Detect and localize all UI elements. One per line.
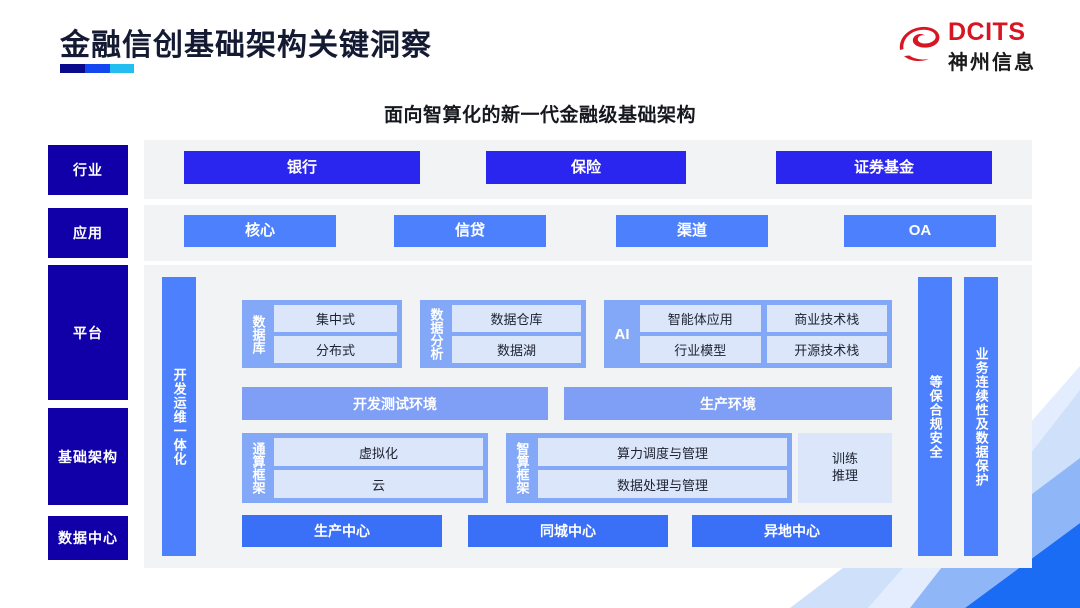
datacenter-item-metro[interactable]: 同城中心 (468, 515, 668, 547)
application-item-core[interactable]: 核心 (184, 215, 336, 247)
industry-row-panel: 银行 保险 证券基金 (144, 140, 1032, 199)
platform-cell-data-lake[interactable]: 数据湖 (452, 336, 581, 363)
environment-production[interactable]: 生产环境 (564, 387, 892, 420)
application-row-panel: 核心 信贷 渠道 OA (144, 205, 1032, 261)
compute-cell-power-scheduling[interactable]: 算力调度与管理 (538, 438, 787, 466)
ai-cell-industry-model[interactable]: 行业模型 (640, 336, 761, 363)
application-item-credit[interactable]: 信贷 (394, 215, 546, 247)
training-inference-box[interactable]: 训练 推理 (798, 433, 892, 503)
platform-cell-distributed[interactable]: 分布式 (274, 336, 397, 363)
compute-cell-cloud[interactable]: 云 (274, 470, 483, 498)
page-title: 金融信创基础架构关键洞察 (60, 29, 432, 62)
inference-label: 推理 (831, 468, 858, 483)
dcits-logo: DCITS 神州信息 (896, 18, 1046, 74)
platform-group-database-label: 数据库 (250, 314, 266, 354)
layer-label-infrastructure: 基础架构 (48, 408, 128, 505)
architecture-diagram: 行业 应用 平台 基础架构 数据中心 银行 保险 证券基金 核心 信贷 渠道 O… (48, 140, 1032, 570)
industry-item-bank[interactable]: 银行 (184, 151, 420, 184)
environment-dev-test[interactable]: 开发测试环境 (242, 387, 548, 420)
training-label: 训练 (831, 451, 858, 467)
sidebar-devops-integration[interactable]: 开发运维一体化 (162, 277, 196, 556)
accent-seg-2 (85, 64, 110, 73)
platform-group-database[interactable]: 数据库 集中式 分布式 (242, 300, 402, 368)
platform-group-ai[interactable]: AI 智能体应用 行业模型 商业技术栈 开源技术栈 (604, 300, 892, 368)
compute-cell-virtualization[interactable]: 虚拟化 (274, 438, 483, 466)
logo-text-cn: 神州信息 (948, 52, 1036, 74)
datacenter-item-production[interactable]: 生产中心 (242, 515, 442, 547)
datacenter-item-remote[interactable]: 异地中心 (692, 515, 892, 547)
header: 金融信创基础架构关键洞察 DCITS 神州信息 (0, 0, 1080, 92)
title-accent-bar (60, 64, 134, 73)
ai-cell-agent-apps[interactable]: 智能体应用 (640, 305, 761, 332)
diagram-subtitle: 面向智算化的新一代金融级基础架构 (383, 105, 696, 126)
compute-group-intelligent-label: 智算框架 (514, 442, 530, 494)
platform-group-data-analytics[interactable]: 数据分析 数据仓库 数据湖 (420, 300, 586, 368)
ai-cell-commercial-stack[interactable]: 商业技术栈 (766, 305, 887, 332)
layer-label-datacenter: 数据中心 (48, 516, 128, 560)
accent-seg-1 (60, 64, 86, 73)
accent-seg-3 (109, 64, 134, 73)
compute-group-intelligent[interactable]: 智算框架 算力调度与管理 数据处理与管理 (506, 433, 792, 503)
industry-item-insurance[interactable]: 保险 (486, 151, 686, 184)
layer-label-platform: 平台 (48, 265, 128, 400)
compute-cell-data-processing[interactable]: 数据处理与管理 (538, 470, 787, 498)
application-item-oa[interactable]: OA (844, 215, 996, 247)
dcits-swirl-icon (899, 26, 940, 62)
application-item-channel[interactable]: 渠道 (616, 215, 768, 247)
layer-label-application: 应用 (48, 208, 128, 258)
platform-cell-data-warehouse[interactable]: 数据仓库 (452, 305, 581, 332)
sidebar-compliance-security[interactable]: 等保合规安全 (918, 277, 952, 556)
layer-label-industry: 行业 (48, 145, 128, 195)
platform-group-analytics-label: 数据分析 (428, 308, 444, 360)
platform-group-ai-label: AI (614, 325, 630, 343)
industry-item-securities[interactable]: 证券基金 (776, 151, 992, 184)
layer-label-column: 行业 应用 平台 基础架构 数据中心 (48, 140, 128, 570)
compute-group-general[interactable]: 通算框架 虚拟化 云 (242, 433, 488, 503)
ai-cell-opensource-stack[interactable]: 开源技术栈 (766, 336, 887, 363)
platform-infrastructure-panel: 开发运维一体化 等保合规安全 业务连续性及数据保护 数据库 集中式 分布式 数据… (144, 265, 1032, 568)
logo-text-en: DCITS (948, 18, 1026, 46)
sidebar-business-continuity[interactable]: 业务连续性及数据保护 (964, 277, 998, 556)
platform-cell-centralized[interactable]: 集中式 (274, 305, 397, 332)
compute-group-general-label: 通算框架 (250, 442, 266, 494)
